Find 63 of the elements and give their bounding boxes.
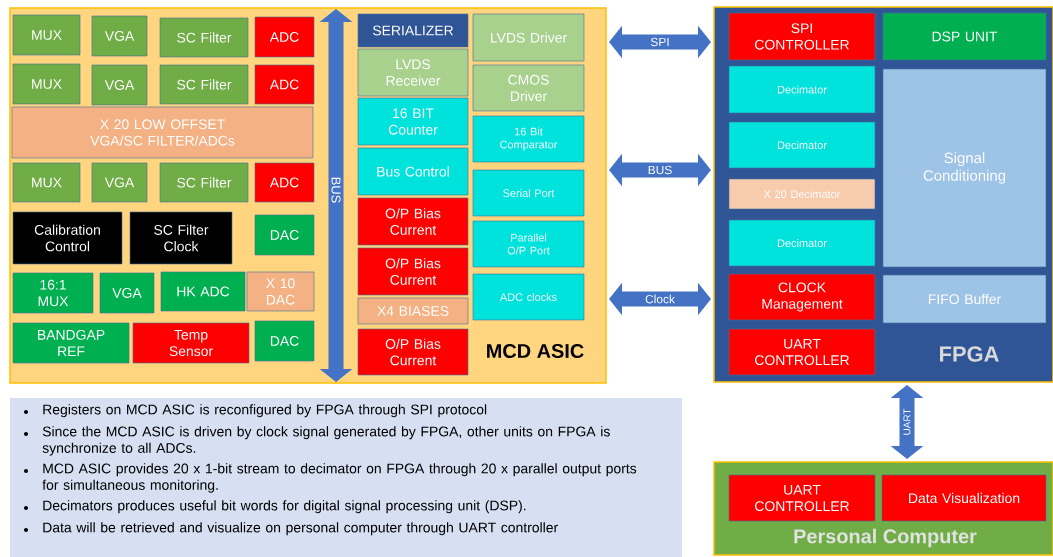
circuit-block: ADC clocks bbox=[472, 273, 585, 321]
bullet-item: Since the MCD ASIC is driven by clock signal generated by FPGA, other units on FPGA is synchronize to all ADCs. bbox=[42, 426, 610, 456]
double-arrow bbox=[609, 153, 711, 187]
circuit-block: SERIALIZER bbox=[357, 13, 469, 48]
double-arrow bbox=[609, 282, 711, 316]
circuit-block: Decimator bbox=[728, 65, 876, 114]
edge-label: Clock bbox=[644, 293, 676, 305]
circuit-block: DAC bbox=[254, 320, 315, 362]
circuit-block: O/P Bias Current bbox=[357, 247, 469, 296]
circuit-block: UART CONTROLLER bbox=[728, 328, 876, 376]
double-arrow bbox=[609, 25, 711, 59]
circuit-block: SC Filter bbox=[159, 162, 249, 203]
circuit-block: X 20 Decimator bbox=[728, 178, 876, 210]
bullet-item: Data will be retrieved and visualize on personal computer through UART controller bbox=[43, 522, 558, 536]
circuit-block: 16 BIT Counter bbox=[357, 97, 469, 146]
circuit-block: SC Filter Clock bbox=[129, 211, 233, 265]
circuit-block: VGA bbox=[99, 272, 155, 314]
circuit-block: Bus Control bbox=[357, 147, 469, 196]
circuit-block: ADC bbox=[254, 64, 315, 105]
circuit-block: 16 Bit Comparator bbox=[472, 115, 585, 163]
circuit-block: MUX bbox=[12, 63, 81, 105]
circuit-block: Parallel O/P Port bbox=[472, 220, 585, 268]
circuit-block: O/P Bias Current bbox=[357, 197, 469, 246]
edge-label: SPI bbox=[649, 36, 671, 48]
circuit-block: VGA bbox=[91, 162, 148, 203]
circuit-block: BANDGAP REF bbox=[12, 322, 130, 364]
circuit-block: Temp Sensor bbox=[132, 322, 250, 364]
circuit-block: Data Visualization bbox=[881, 474, 1047, 522]
edge-label: BUS bbox=[646, 164, 674, 176]
bullet-item: MCD ASIC provides 20 x 1-bit stream to decimator on FPGA through 20 x parallel output ports for simultaneous monitoring. bbox=[42, 463, 637, 493]
circuit-block: DAC bbox=[254, 214, 315, 256]
bullet-item: Registers on MCD ASIC is reconfigured by FPGA through SPI protocol bbox=[43, 404, 487, 418]
circuit-block: MUX bbox=[12, 162, 81, 203]
bullet-item: Decimators produces useful bit words for digital signal processing unit (DSP). bbox=[43, 500, 526, 514]
edge-label: UART bbox=[902, 407, 912, 437]
node-label: BUS bbox=[331, 177, 341, 203]
circuit-block: ADC bbox=[254, 16, 315, 58]
circuit-block: CLOCK Management bbox=[728, 273, 876, 321]
circuit-block: MUX bbox=[12, 14, 81, 56]
circuit-block: HK ADC bbox=[160, 271, 246, 312]
circuit-block: Signal Conditioning bbox=[882, 68, 1047, 268]
circuit-block: X 20 LOW OFFSET VGA/SC FILTER/ADCs bbox=[11, 106, 314, 159]
circuit-block: SPI CONTROLLER bbox=[728, 12, 876, 61]
circuit-block: Decimator bbox=[728, 121, 876, 169]
circuit-block: CMOS Driver bbox=[472, 64, 585, 112]
circuit-block: X4 BIASES bbox=[357, 297, 469, 325]
double-arrow bbox=[890, 385, 924, 459]
circuit-block: VGA bbox=[91, 64, 148, 106]
circuit-block: UART CONTROLLER bbox=[728, 474, 876, 522]
circuit-block: VGA bbox=[91, 15, 148, 57]
circuit-block: SC Filter bbox=[159, 17, 249, 58]
circuit-block: FIFO Buffer bbox=[882, 274, 1047, 324]
circuit-block: X 10 DAC bbox=[246, 271, 315, 312]
circuit-block: SC Filter bbox=[159, 64, 249, 105]
circuit-block: LVDS Receiver bbox=[357, 48, 469, 97]
circuit-block: LVDS Driver bbox=[472, 13, 585, 62]
circuit-block: DSP UNIT bbox=[882, 12, 1047, 61]
circuit-block: Serial Port bbox=[472, 169, 585, 217]
circuit-block: 16:1 MUX bbox=[12, 272, 94, 314]
circuit-block: Decimator bbox=[728, 219, 876, 267]
circuit-block: ADC bbox=[254, 162, 315, 203]
circuit-block: Calibration Control bbox=[12, 211, 123, 265]
circuit-block: O/P Bias Current bbox=[357, 328, 469, 376]
